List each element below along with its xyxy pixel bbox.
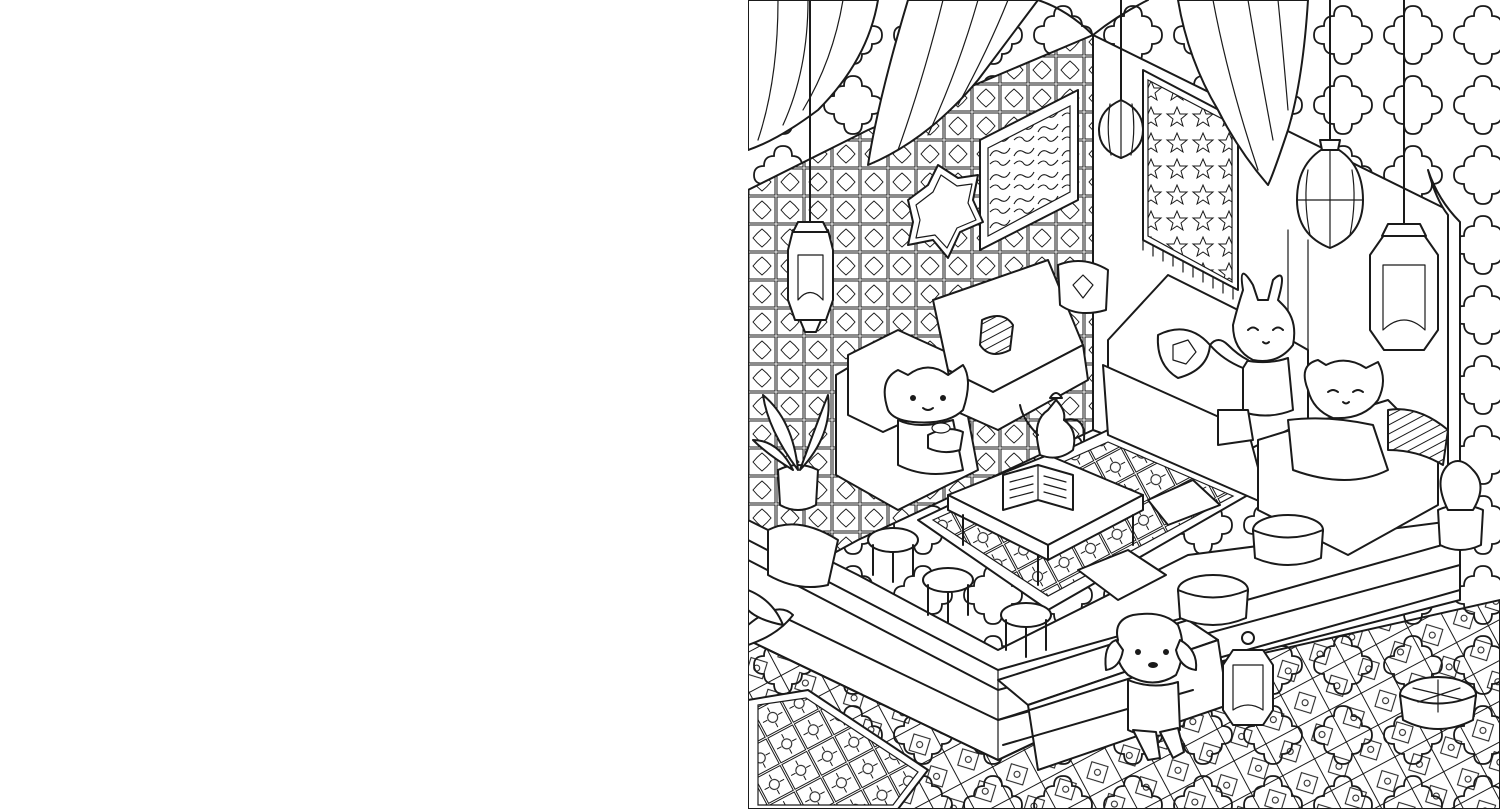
hanging-lantern-icon (1369, 0, 1439, 351)
isometric-lounge-scene (748, 0, 1500, 809)
wall-tapestry-right (1142, 69, 1239, 300)
pouf (1252, 514, 1324, 566)
hanging-lantern-icon (1098, 0, 1144, 159)
stool (922, 567, 974, 623)
puppy-walking (1104, 612, 1198, 761)
curtains (748, 0, 1309, 186)
hanging-lantern-icon (1296, 0, 1364, 249)
floor-pouf-woven (1399, 676, 1477, 730)
floor-cushion (767, 479, 1221, 601)
coloring-illustration (748, 0, 1500, 809)
open-book-icon (1002, 464, 1074, 511)
teapot-icon (1019, 392, 1086, 459)
cat-reclining (1287, 359, 1389, 481)
bunny-waving (1209, 272, 1296, 446)
floor-lantern-icon (1222, 631, 1274, 726)
star-mirror (907, 164, 984, 259)
potted-plant-icon (1437, 460, 1484, 551)
pouf (1177, 574, 1249, 626)
wall-tapestry-left (979, 89, 1079, 251)
stool (867, 527, 919, 583)
hanging-lantern-icon (787, 0, 834, 333)
blank-left-page (0, 0, 748, 809)
potted-plant-icon (748, 589, 794, 646)
kitten-seated-left (883, 364, 969, 475)
potted-plant-icon (752, 394, 830, 511)
stool (1000, 602, 1052, 658)
wall-cushion (1057, 260, 1109, 315)
floor-rug-left (748, 689, 929, 809)
